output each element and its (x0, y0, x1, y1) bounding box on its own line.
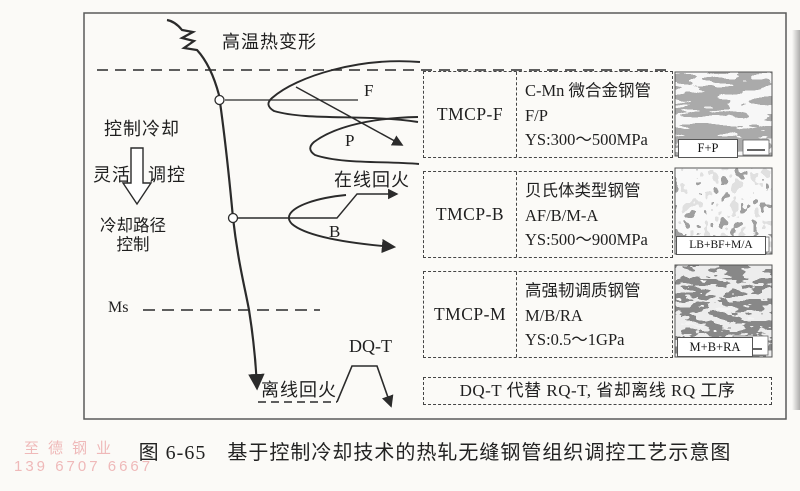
micrograph-label-fp: F+P (678, 139, 738, 158)
dqt-note-box: DQ-T 代替 RQ-T, 省却离线 RQ 工序 (423, 377, 772, 405)
scale-bar (742, 139, 770, 156)
ferrite-c-curve (267, 60, 421, 123)
tmcp-m-name: TMCP-M (433, 304, 507, 324)
controlled-cooling-label: 控制冷却 (104, 119, 180, 139)
watermark-name: 至德钢业 (24, 440, 121, 457)
pearlite-c-curve (309, 116, 420, 165)
curve-label-b: B (329, 222, 341, 241)
fp-cooling-arrow (295, 86, 404, 146)
desc-line: YS:0.5～1GPa (525, 330, 625, 349)
branch-point-lower (227, 212, 239, 224)
desc-line: YS:300～500MPa (525, 130, 648, 149)
tmcp-b-name: TMCP-B (435, 204, 505, 224)
online-tempering-label: 在线回火 (334, 170, 410, 190)
tmcp-m-box: TMCP-M 高强韧调质钢管 M/B/RA YS:0.5～1GPa (423, 271, 673, 358)
bainite-c-curve (287, 194, 397, 254)
desc-line: 贝氏体类型钢管 (525, 181, 641, 200)
down-arrow-icon (121, 147, 153, 206)
online-tempering-path (238, 188, 399, 219)
tmcp-f-desc: C-Mn 微合金钢管 F/P YS:300～500MPa (517, 72, 672, 157)
tmcp-f-name: TMCP-F (436, 104, 504, 124)
tmcp-b-box: TMCP-B 贝氏体类型钢管 AF/B/M-A YS:500～900MPa (423, 171, 673, 258)
desc-line: F/P (525, 105, 548, 125)
dqt-label: DQ-T (349, 336, 392, 356)
tmcp-m-desc: 高强韧调质钢管 M/B/RA YS:0.5～1GPa (517, 272, 672, 357)
curve-label-p: P (345, 131, 355, 150)
tmcp-b-desc: 贝氏体类型钢管 AF/B/M-A YS:500～900MPa (517, 172, 672, 257)
scan-edge-shadow (792, 30, 800, 410)
micrograph-label-lb-bf-ma: LB+BF+M/A (676, 236, 766, 255)
dqt-cycle-path (336, 365, 394, 408)
branch-point-upper (214, 94, 225, 106)
figure-caption: 图 6-65 基于控制冷却技术的热轧无缝钢管组织调控工艺示意图 (138, 442, 732, 464)
box-divider (516, 272, 517, 357)
cooling-path-label-line1: 冷却路径 (100, 216, 166, 235)
figure-frame (83, 12, 787, 420)
box-divider (516, 72, 517, 157)
desc-line: 高强韧调质钢管 (525, 281, 641, 300)
watermark-phone: 139 6707 6667 (14, 458, 154, 475)
desc-line: M/B/RA (525, 305, 583, 325)
flexible-label: 灵活 (93, 165, 131, 185)
micrograph-label-m-b-ra: M+B+RA (677, 337, 753, 357)
desc-line: AF/B/M-A (525, 205, 599, 225)
box-divider (516, 172, 517, 257)
desc-line: C-Mn 微合金钢管 (525, 81, 652, 100)
ms-label: Ms (108, 299, 129, 316)
tmcp-f-box: TMCP-F C-Mn 微合金钢管 F/P YS:300～500MPa (423, 71, 673, 158)
offline-tempering-label: 离线回火 (261, 380, 337, 400)
cooling-curve (166, 18, 265, 391)
cooling-path-label-line2: 控制 (116, 235, 150, 254)
curve-label-f: F (364, 81, 374, 100)
top-label: 高温热变形 (222, 32, 317, 52)
regulate-label: 调控 (148, 165, 186, 185)
desc-line: YS:500～900MPa (525, 230, 648, 249)
